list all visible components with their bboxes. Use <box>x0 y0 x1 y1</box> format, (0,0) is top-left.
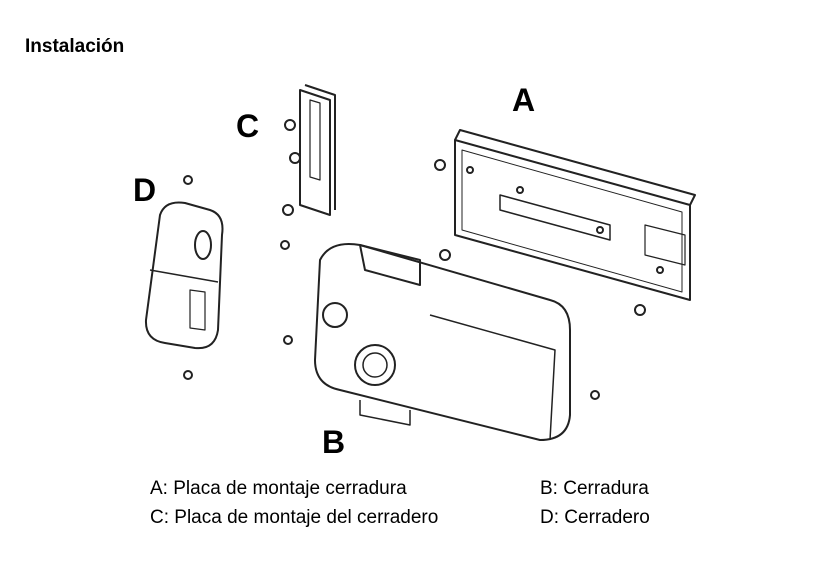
part-label-b: B <box>322 424 346 460</box>
section-title: Instalación <box>25 36 125 57</box>
legend-item-d: D: Cerradero <box>540 507 650 528</box>
part-label-c: C <box>236 108 260 144</box>
legend-item-a: A: Placa de montaje cerradura <box>150 478 407 499</box>
legend-item-c: C: Placa de montaje del cerradero <box>150 507 439 528</box>
legend-item-b: B: Cerradura <box>540 478 649 499</box>
strike-mounting-plate-c <box>280 84 336 250</box>
lock-mounting-plate-a <box>434 129 696 316</box>
part-label-d: D <box>133 172 157 208</box>
strike-d <box>144 175 224 380</box>
lock-body-b <box>283 243 600 441</box>
part-label-a: A <box>512 82 536 118</box>
